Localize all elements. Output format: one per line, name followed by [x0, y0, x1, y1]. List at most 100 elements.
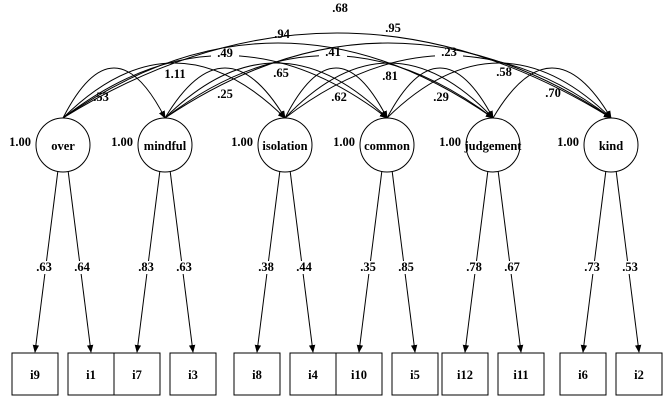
loading-label-bg: [355, 261, 381, 274]
factor-label: judgement: [464, 139, 523, 153]
loading-label-bg: [499, 261, 525, 274]
correlation-arc-isolation-kind: [277, 55, 612, 125]
correlation-label-bg: [376, 70, 404, 83]
factor-label: common: [364, 139, 410, 153]
correlation-arc-mindful-isolation: [158, 67, 286, 126]
loading-label-bg: [31, 261, 57, 274]
loading-label: .53: [622, 260, 638, 274]
correlation-arc-mindful-kind: [157, 42, 612, 125]
loading-label: .83: [138, 260, 154, 274]
loading-label-bg: [253, 261, 279, 274]
correlation-label: .29: [433, 90, 449, 104]
indicator-box-i4: [289, 352, 337, 396]
factor-loadings: .63 .64 .83 .63 .38 .44 .35 .85 .78 .67 .73 .53: [31, 169, 643, 353]
loading-label: .85: [398, 260, 414, 274]
correlation-label-bg: [325, 91, 353, 104]
loading-label-bg: [133, 261, 159, 274]
indicator-box-i1: [67, 352, 115, 396]
factor-node-common: [359, 117, 415, 173]
correlation-arc-over-kind: [55, 32, 612, 125]
factor-variance: 1.00: [439, 135, 461, 149]
indicator-box-i2: [615, 352, 663, 396]
indicator-box-i11: [497, 352, 545, 396]
indicator-box-i9: [11, 352, 59, 396]
factor-variance: 1.00: [333, 135, 355, 149]
correlation-label: .62: [331, 90, 347, 104]
correlation-label-bg: [211, 47, 239, 60]
correlation-label: .25: [217, 87, 233, 101]
indicator-label: i12: [457, 368, 473, 382]
loading-label: .67: [504, 260, 520, 274]
indicator-label: i9: [30, 368, 40, 382]
factor-label: isolation: [262, 139, 307, 153]
loading-label-bg: [69, 261, 95, 274]
correlation-arc-mindful-common: [157, 62, 388, 126]
factor-node-isolation: [257, 117, 313, 173]
correlation-label-bg: [161, 68, 189, 81]
indicator-box-i6: [559, 352, 607, 396]
factor-node-kind: [583, 117, 639, 173]
correlation-label: .68: [332, 1, 348, 15]
loading-label-bg: [291, 261, 317, 274]
correlation-arc-isolation-common: [278, 67, 388, 126]
correlation-label: .65: [273, 66, 289, 80]
indicator-label: i11: [513, 368, 528, 382]
factor-label: kind: [599, 139, 623, 153]
loading-label: .35: [360, 260, 376, 274]
correlation-arc-over-mindful: [56, 67, 166, 126]
correlation-label-bg: [211, 88, 239, 101]
correlation-label-bg: [326, 2, 354, 15]
indicator-label: i10: [351, 368, 367, 382]
correlation-label-bg: [490, 66, 518, 79]
correlation-label-bg: [427, 91, 455, 104]
correlation-arcs: .53.25.62.29.701.11.65.81.58.49.41.23.94…: [55, 1, 612, 126]
indicator-label: i5: [410, 368, 420, 382]
correlation-label-bg: [379, 22, 407, 35]
factor-label: over: [51, 139, 75, 153]
factor-variance: 1.00: [111, 135, 133, 149]
indicator-box-i12: [441, 352, 489, 396]
factor-variance: 1.00: [231, 135, 253, 149]
indicator-label: i1: [86, 368, 96, 382]
loading-label: .73: [584, 260, 600, 274]
loading-label: .44: [296, 260, 312, 274]
correlation-arc-mindful-judgement: [157, 55, 494, 125]
correlation-arc-common-judgement: [380, 67, 494, 126]
loading-label: .64: [74, 260, 90, 274]
correlation-arc-judgement-kind: [486, 67, 612, 126]
indicator-box-i3: [169, 352, 217, 396]
loading-label-bg: [171, 261, 197, 274]
indicator-label: i8: [252, 368, 262, 382]
correlation-arc-over-judgement: [55, 42, 494, 125]
factor-node-over: [35, 117, 91, 173]
correlation-label-bg: [267, 67, 295, 80]
indicator-box-i7: [113, 352, 161, 396]
indicator-label: i6: [578, 368, 588, 382]
indicator-box-i8: [233, 352, 281, 396]
factor-variance: 1.00: [9, 135, 31, 149]
correlation-label: .94: [274, 27, 290, 41]
factor-variance: 1.00: [557, 135, 579, 149]
correlation-label: .49: [217, 46, 233, 60]
correlation-label: .81: [382, 69, 398, 83]
correlation-label: .70: [545, 86, 561, 100]
loading-label-bg: [393, 261, 419, 274]
indicator-label: i3: [188, 368, 198, 382]
factor-node-mindful: [137, 117, 193, 173]
loading-label: .38: [258, 260, 274, 274]
correlation-label-bg: [539, 87, 567, 100]
correlation-label-bg: [87, 91, 115, 104]
loading-label-bg: [617, 261, 643, 274]
loading-label-bg: [579, 261, 605, 274]
loading-label: .63: [36, 260, 52, 274]
indicator-label: i4: [308, 368, 318, 382]
indicator-label: i2: [634, 368, 644, 382]
correlation-label: .58: [496, 65, 512, 79]
factor-node-judgement: [465, 117, 521, 173]
loading-label: .78: [466, 260, 482, 274]
factor-label: mindful: [144, 139, 187, 153]
loading-label: .63: [176, 260, 192, 274]
indicator-box-i10: [335, 352, 383, 396]
